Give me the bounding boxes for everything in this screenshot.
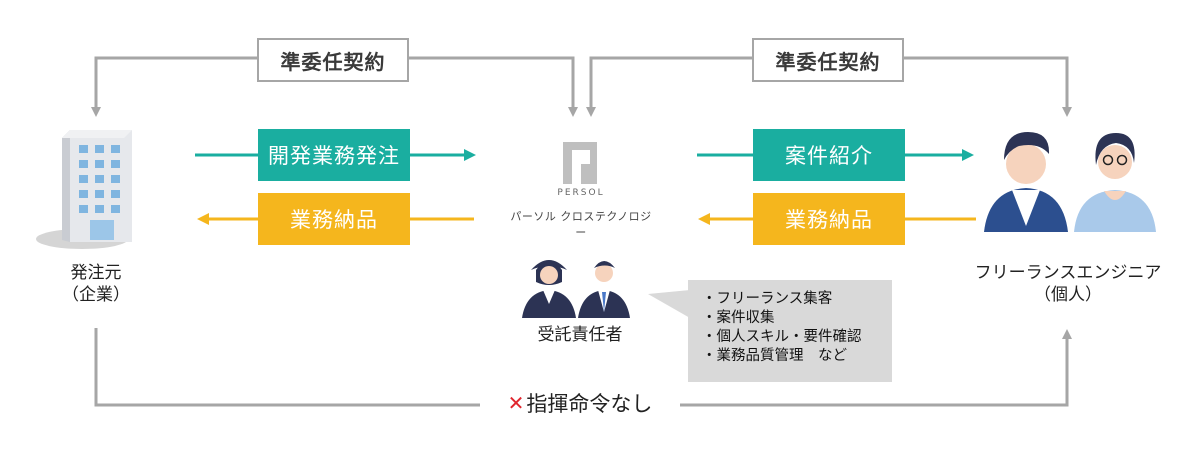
right-contract-label: 準委任契約 <box>752 38 904 82</box>
engineer-label-line2: （個人） <box>1034 285 1102 305</box>
right-delivery-box: 業務納品 <box>753 193 905 245</box>
persol-wordmark: PERSOL <box>557 188 605 198</box>
duty-item: ・個人スキル・要件確認 <box>702 329 862 345</box>
left-delivery-box: 業務納品 <box>258 193 410 245</box>
trustee-people-icon <box>522 260 630 318</box>
engineer-label-line1: フリーランスエンジニア <box>974 263 1162 283</box>
bubble-pointer <box>648 290 690 318</box>
persol-logo-icon <box>563 142 597 184</box>
left-contract-label: 準委任契約 <box>257 38 409 82</box>
client-label-line2: （企業） <box>62 285 130 305</box>
engineer-people-icon <box>984 132 1156 232</box>
client-label-line1: 発注元 <box>70 263 122 283</box>
duties-bubble: ・フリーランス集客 ・案件収集 ・個人スキル・要件確認 ・業務品質管理 など <box>688 280 892 382</box>
introduce-flow-box: 案件紹介 <box>753 129 905 181</box>
office-building-icon <box>36 130 132 249</box>
engineer-label: フリーランスエンジニア （個人） <box>958 262 1178 306</box>
no-command-text: 指揮命令なし <box>526 392 653 416</box>
trustee-label: 受託責任者 <box>537 325 623 345</box>
duty-item: ・業務品質管理 など <box>702 348 847 364</box>
no-command-label: ✕ 指揮命令なし <box>480 388 680 418</box>
brand-name: パーソル クロステクノロジー <box>510 210 652 239</box>
duty-item: ・フリーランス集客 <box>702 291 833 307</box>
cross-icon: ✕ <box>507 391 525 415</box>
client-label: 発注元 （企業） <box>46 262 146 306</box>
duty-item: ・案件収集 <box>702 310 775 326</box>
order-flow-box: 開発業務発注 <box>258 129 410 181</box>
